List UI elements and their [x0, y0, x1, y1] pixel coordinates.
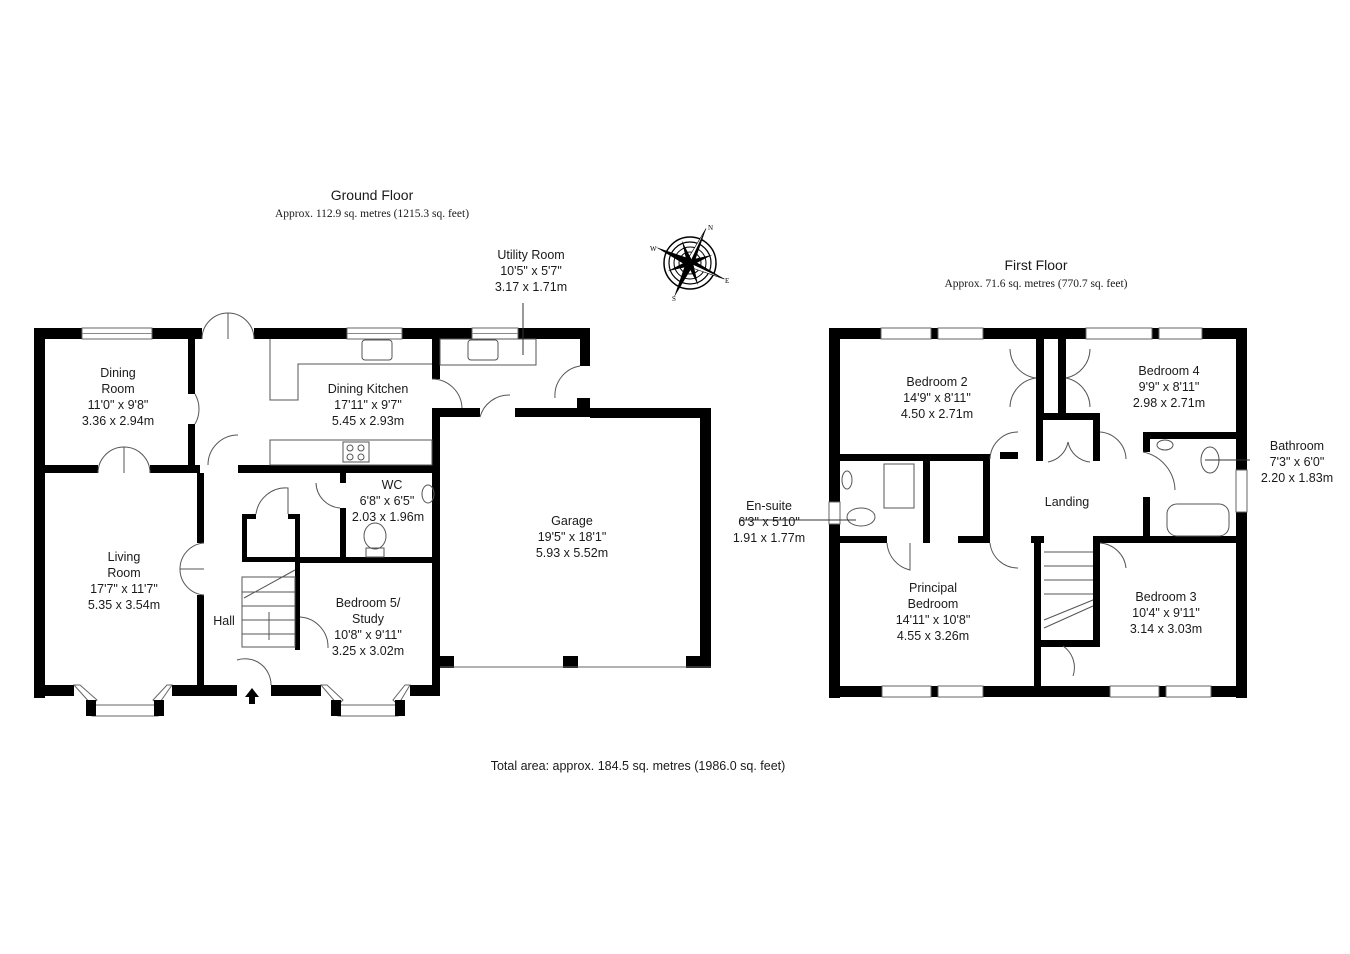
- svg-text:W: W: [650, 245, 657, 253]
- svg-text:6'8" x 6'5": 6'8" x 6'5": [360, 494, 415, 508]
- room-garage: Garage 19'5" x 18'1" 5.93 x 5.52m: [536, 514, 608, 560]
- svg-text:2.98 x 2.71m: 2.98 x 2.71m: [1133, 396, 1205, 410]
- room-hall: Hall: [213, 614, 235, 628]
- room-wc: WC 6'8" x 6'5" 2.03 x 1.96m: [352, 478, 424, 524]
- svg-text:Landing: Landing: [1045, 495, 1090, 509]
- svg-text:Utility Room: Utility Room: [497, 248, 564, 262]
- svg-text:3.17 x 1.71m: 3.17 x 1.71m: [495, 280, 567, 294]
- svg-text:10'4" x 9'11": 10'4" x 9'11": [1132, 606, 1200, 620]
- svg-text:5.45 x 2.93m: 5.45 x 2.93m: [332, 414, 404, 428]
- room-bedroom-3: Bedroom 3 10'4" x 9'11" 3.14 x 3.03m: [1130, 590, 1202, 636]
- svg-text:14'9" x 8'11": 14'9" x 8'11": [903, 391, 971, 405]
- svg-text:Hall: Hall: [213, 614, 235, 628]
- svg-text:Dining: Dining: [100, 366, 135, 380]
- compass-rose-icon: N S W E: [650, 224, 729, 303]
- svg-text:Bedroom 4: Bedroom 4: [1138, 364, 1199, 378]
- svg-text:Bedroom 5/: Bedroom 5/: [336, 596, 401, 610]
- svg-text:3.25 x 3.02m: 3.25 x 3.02m: [332, 644, 404, 658]
- room-dining-room: Dining Room 11'0" x 9'8" 3.36 x 2.94m: [82, 366, 154, 428]
- room-principal-bedroom: Principal Bedroom 14'11" x 10'8" 4.55 x …: [896, 581, 971, 643]
- svg-text:10'5" x 5'7": 10'5" x 5'7": [500, 264, 562, 278]
- svg-text:WC: WC: [382, 478, 403, 492]
- svg-text:6'3" x 5'10": 6'3" x 5'10": [738, 515, 800, 529]
- ground-floor-title: Ground Floor: [331, 187, 414, 203]
- svg-text:Bathroom: Bathroom: [1270, 439, 1324, 453]
- svg-text:2.03 x 1.96m: 2.03 x 1.96m: [352, 510, 424, 524]
- svg-text:Garage: Garage: [551, 514, 593, 528]
- svg-text:3.14 x 3.03m: 3.14 x 3.03m: [1130, 622, 1202, 636]
- svg-text:Bedroom: Bedroom: [908, 597, 959, 611]
- svg-text:S: S: [672, 295, 676, 303]
- room-bathroom: Bathroom 7'3" x 6'0" 2.20 x 1.83m: [1261, 439, 1333, 485]
- svg-text:Dining Kitchen: Dining Kitchen: [328, 382, 409, 396]
- svg-text:5.93 x 5.52m: 5.93 x 5.52m: [536, 546, 608, 560]
- svg-text:N: N: [708, 224, 713, 232]
- svg-text:Bedroom 3: Bedroom 3: [1135, 590, 1196, 604]
- svg-text:1.91 x 1.77m: 1.91 x 1.77m: [733, 531, 805, 545]
- svg-text:Room: Room: [101, 382, 134, 396]
- svg-text:Study: Study: [352, 612, 385, 626]
- svg-text:2.20 x 1.83m: 2.20 x 1.83m: [1261, 471, 1333, 485]
- room-bedroom-2: Bedroom 2 14'9" x 8'11" 4.50 x 2.71m: [901, 375, 973, 421]
- svg-text:14'11" x 10'8": 14'11" x 10'8": [896, 613, 971, 627]
- svg-text:Bedroom 2: Bedroom 2: [906, 375, 967, 389]
- room-bedroom-4: Bedroom 4 9'9" x 8'11" 2.98 x 2.71m: [1133, 364, 1205, 410]
- first-floor-plan: [740, 327, 1250, 698]
- svg-text:3.36 x 2.94m: 3.36 x 2.94m: [82, 414, 154, 428]
- entrance-arrow-icon: [245, 688, 259, 704]
- svg-text:4.50 x 2.71m: 4.50 x 2.71m: [901, 407, 973, 421]
- first-floor-title: First Floor: [1005, 257, 1068, 273]
- svg-text:E: E: [725, 277, 729, 285]
- room-en-suite: En-suite 6'3" x 5'10" 1.91 x 1.77m: [733, 499, 805, 545]
- svg-text:Living: Living: [108, 550, 141, 564]
- svg-text:11'0" x 9'8": 11'0" x 9'8": [88, 398, 149, 412]
- svg-text:Room: Room: [107, 566, 140, 580]
- svg-text:19'5" x 18'1": 19'5" x 18'1": [538, 530, 607, 544]
- first-floor-area: Approx. 71.6 sq. metres (770.7 sq. feet): [944, 278, 1127, 290]
- svg-text:5.35 x 3.54m: 5.35 x 3.54m: [88, 598, 160, 612]
- room-landing: Landing: [1045, 495, 1090, 509]
- svg-text:Principal: Principal: [909, 581, 957, 595]
- svg-text:17'11" x 9'7": 17'11" x 9'7": [334, 398, 402, 412]
- svg-text:7'3" x 6'0": 7'3" x 6'0": [1270, 455, 1325, 469]
- ground-floor-plan: [34, 303, 711, 717]
- room-dining-kitchen: Dining Kitchen 17'11" x 9'7" 5.45 x 2.93…: [328, 382, 409, 428]
- room-bedroom-5-study: Bedroom 5/ Study 10'8" x 9'11" 3.25 x 3.…: [332, 596, 404, 658]
- room-utility-room: Utility Room 10'5" x 5'7" 3.17 x 1.71m: [495, 248, 567, 294]
- svg-text:10'8" x 9'11": 10'8" x 9'11": [334, 628, 402, 642]
- total-area: Total area: approx. 184.5 sq. metres (19…: [491, 759, 786, 773]
- svg-text:9'9" x 8'11": 9'9" x 8'11": [1139, 380, 1200, 394]
- svg-text:17'7" x 11'7": 17'7" x 11'7": [90, 582, 158, 596]
- svg-text:4.55 x 3.26m: 4.55 x 3.26m: [897, 629, 969, 643]
- room-living-room: Living Room 17'7" x 11'7" 5.35 x 3.54m: [88, 550, 160, 612]
- ground-floor-area: Approx. 112.9 sq. metres (1215.3 sq. fee…: [275, 208, 469, 220]
- svg-text:En-suite: En-suite: [746, 499, 792, 513]
